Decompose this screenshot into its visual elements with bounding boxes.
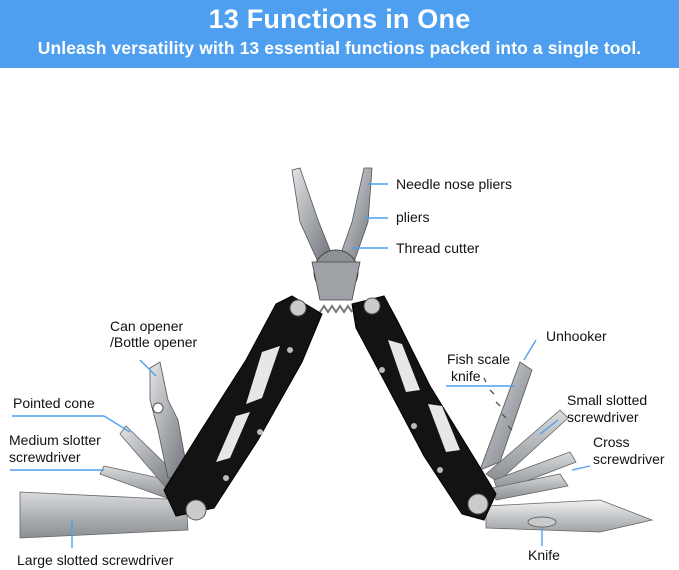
label-small-slotted-line1: Small slotted: [567, 392, 648, 408]
label-fish-scale-line2: knife: [451, 368, 481, 384]
left-tools: [19, 361, 189, 539]
label-large-slotted: Large slotted screwdriver: [17, 552, 174, 568]
label-pliers: pliers: [396, 209, 430, 225]
label-small-slotted-line2: screwdriver: [567, 409, 639, 425]
label-cross-line2: screwdriver: [593, 451, 665, 467]
spring: [319, 304, 353, 314]
callout-lines: [10, 183, 591, 548]
label-pointed-cone: Pointed cone: [13, 395, 95, 411]
right-handle: [351, 295, 497, 521]
label-fish-scale-line1: Fish scale: [447, 351, 511, 367]
header-banner: 13 Functions in One Unleash versatility …: [0, 0, 679, 68]
label-medium-slotter-line2: screwdriver: [9, 449, 81, 465]
label-thread-cutter: Thread cutter: [396, 240, 480, 256]
banner-title: 13 Functions in One: [208, 4, 471, 34]
label-knife: Knife: [528, 547, 560, 563]
label-cross-line1: Cross: [593, 434, 630, 450]
banner-subtitle: Unleash versatility with 13 essential fu…: [37, 38, 642, 58]
right-tools: [479, 361, 654, 533]
label-can-opener-line2: /Bottle opener: [110, 334, 198, 350]
label-can-opener-line1: Can opener: [110, 318, 184, 334]
plier-jaws: [291, 167, 373, 301]
left-handle: [163, 295, 323, 521]
label-unhooker: Unhooker: [546, 328, 607, 344]
label-medium-slotter-line1: Medium slotter: [9, 432, 101, 448]
label-needle-nose-pliers: Needle nose pliers: [396, 176, 512, 192]
